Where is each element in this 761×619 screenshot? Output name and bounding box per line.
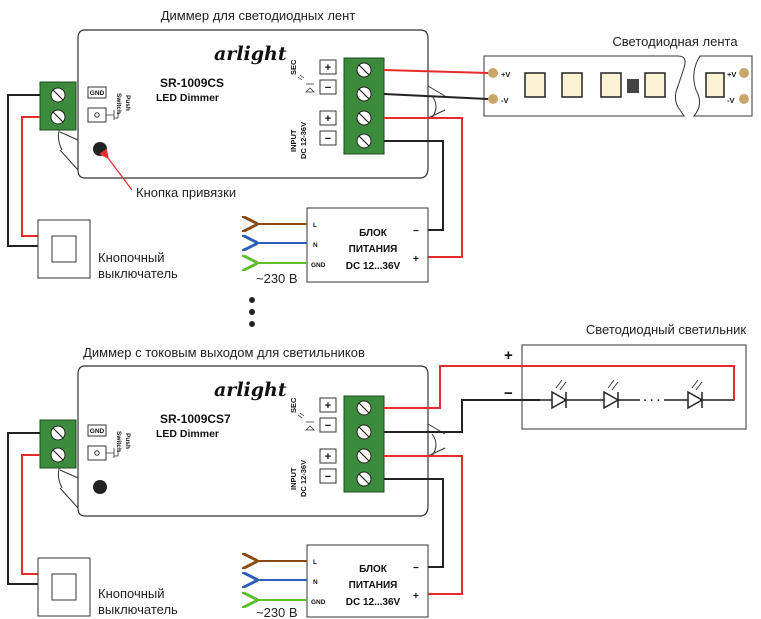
push-switch-2	[37, 557, 91, 617]
switch-caption-4: выключатель	[98, 602, 178, 617]
push-label: Push	[124, 95, 131, 111]
in-plus: +	[325, 113, 331, 125]
output-terminal-block-2	[343, 395, 385, 493]
strip-minus-v: -V	[501, 96, 509, 105]
gnd-label: GND	[90, 90, 105, 97]
switch-label: Switch	[115, 93, 122, 114]
sec-plus-2: +	[325, 400, 331, 412]
lamp-dots: · · ·	[643, 395, 660, 407]
lamp-title: Светодиодный светильник	[586, 322, 747, 337]
switch-caption-1: Кнопочный	[98, 250, 165, 265]
strip-title: Светодиодная лента	[612, 34, 738, 49]
input-label: INPUT	[289, 129, 298, 152]
psu2-n: N	[313, 579, 318, 586]
in-minus-2: −	[325, 471, 331, 483]
sec-label-2: SEC	[289, 397, 298, 413]
mains-label: ~230 В	[256, 271, 298, 286]
psu-l: L	[313, 222, 317, 229]
brand-logo: arlight	[214, 43, 287, 65]
psu2-title-1: БЛОК	[359, 564, 388, 575]
model-subtitle: LED Dimmer	[156, 92, 219, 104]
psu-n: N	[313, 242, 318, 249]
bottom-title: Диммер с токовым выходом для светильнико…	[83, 345, 365, 360]
sec-plus: +	[325, 62, 331, 74]
model-name: SR-1009CS	[160, 76, 224, 90]
power-supply: БЛОК ПИТАНИЯ DC 12...36V L N GND − +	[306, 207, 429, 283]
link-button-2	[93, 480, 107, 494]
psu-gnd: GND	[311, 262, 326, 269]
push-switch	[37, 219, 91, 279]
in-plus-2: +	[325, 451, 331, 463]
psu2-l: L	[313, 559, 317, 566]
input-label-2: INPUT	[289, 467, 298, 490]
psu2-plus: +	[413, 591, 419, 602]
switch-caption-2: выключатель	[98, 266, 178, 281]
power-supply-2: БЛОК ПИТАНИЯ DC 12...36V L N GND − +	[306, 544, 429, 618]
led-strip: +V -V +V -V	[483, 55, 753, 117]
top-title: Диммер для светодиодных лент	[161, 8, 356, 23]
in-minus: −	[325, 133, 331, 145]
lamp-minus: −	[504, 385, 513, 402]
dc-label: DC 12-36V	[299, 122, 308, 159]
switch-terminal-block	[39, 81, 77, 131]
push-label-2: Push	[124, 433, 131, 449]
psu2-gnd: GND	[311, 599, 326, 606]
link-button	[93, 142, 107, 156]
gnd-box	[87, 86, 107, 99]
bottom-section: Диммер с токовым выходом для светильнико…	[7, 322, 747, 619]
psu-title-3: DC 12...36V	[346, 261, 401, 272]
mains-label-2: ~230 В	[256, 605, 298, 619]
button-callout: Кнопка привязки	[136, 185, 236, 200]
switch-caption-3: Кнопочный	[98, 586, 165, 601]
sec-minus: −	[325, 82, 331, 94]
strip-plus-v: +V	[501, 70, 510, 79]
psu2-minus: −	[413, 563, 419, 574]
switch-terminal-block-2	[39, 419, 77, 469]
lamp-plus: +	[504, 347, 513, 364]
dc-label-2: DC 12-36V	[299, 460, 308, 497]
model-name-2: SR-1009CS7	[160, 412, 231, 426]
sec-label: SEC	[289, 59, 298, 75]
top-section: Диммер для светодиодных лент arlight SR-…	[7, 8, 753, 286]
output-terminal-block	[343, 57, 385, 155]
top-dimmer: arlight SR-1009CS LED Dimmer GND Push Sw…	[39, 29, 446, 179]
bottom-dimmer: arlight SR-1009CS7 LED Dimmer GND Push S…	[39, 365, 446, 517]
brand-logo-2: arlight	[214, 379, 287, 401]
model-subtitle-2: LED Dimmer	[156, 428, 219, 440]
strip-plus-v-end: +V	[727, 70, 736, 79]
switch-label-2: Switch	[115, 431, 122, 452]
strip-minus-v-end: -V	[727, 96, 735, 105]
psu-minus: −	[413, 226, 419, 237]
psu-title-1: БЛОК	[359, 228, 388, 239]
psu-title-2: ПИТАНИЯ	[349, 244, 398, 255]
psu2-title-2: ПИТАНИЯ	[349, 580, 398, 591]
dimmer-case	[77, 29, 429, 179]
psu2-title-3: DC 12...36V	[346, 597, 401, 608]
gnd-label-2: GND	[90, 428, 105, 435]
led-luminaire: + − · · ·	[440, 344, 747, 430]
sec-minus-2: −	[325, 420, 331, 432]
psu-plus: +	[413, 254, 419, 265]
dimmer-case-2	[77, 365, 429, 517]
